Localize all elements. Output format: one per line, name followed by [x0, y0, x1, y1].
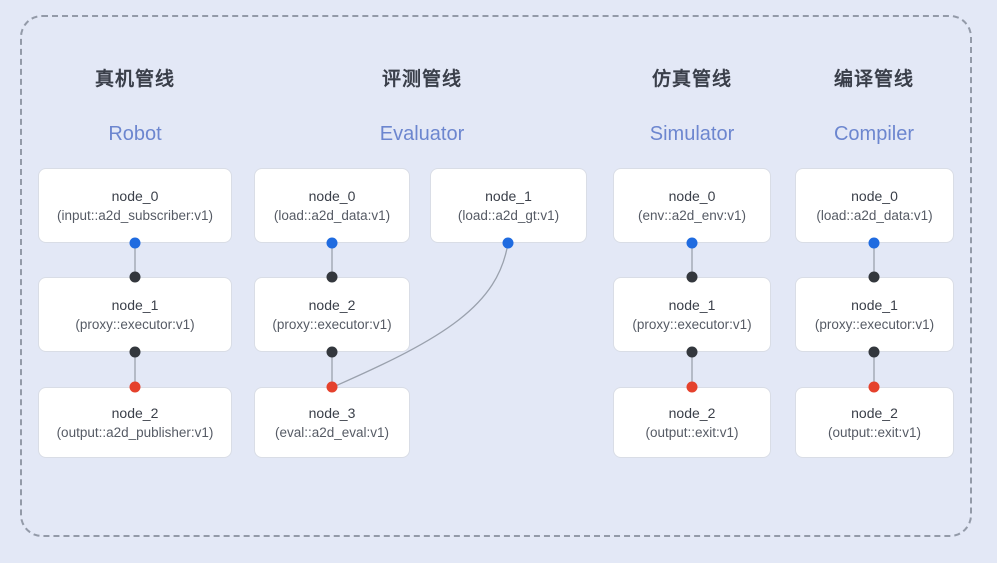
evaluator-node-1: node_1 (load::a2d_gt:v1): [430, 168, 587, 243]
node-title: node_0: [111, 187, 159, 204]
robot-node-2: node_2 (output::a2d_publisher:v1): [38, 387, 232, 458]
node-subtitle: (output::exit:v1): [645, 424, 739, 440]
node-title: node_2: [308, 296, 356, 313]
node-subtitle: (env::a2d_env:v1): [637, 207, 747, 223]
evaluator-node-0: node_0 (load::a2d_data:v1): [254, 168, 410, 243]
node-subtitle: (output::a2d_publisher:v1): [56, 424, 214, 440]
node-title: node_2: [111, 404, 159, 421]
node-subtitle: (output::exit:v1): [827, 424, 922, 440]
node-subtitle: (proxy::executor:v1): [75, 316, 195, 332]
node-subtitle: (load::a2d_data:v1): [816, 207, 933, 223]
compiler-pipeline-title-cn: 编译管线: [833, 69, 915, 90]
node-title: node_2: [668, 404, 716, 421]
simulator-node-1: node_1 (proxy::executor:v1): [613, 277, 771, 352]
simulator-pipeline-title-en: Simulator: [649, 123, 735, 145]
node-subtitle: (proxy::executor:v1): [814, 316, 935, 332]
evaluator-node-2: node_2 (proxy::executor:v1): [254, 277, 410, 352]
compiler-node-0: node_0 (load::a2d_data:v1): [795, 168, 954, 243]
node-subtitle: (load::a2d_gt:v1): [457, 207, 560, 223]
node-title: node_1: [668, 296, 716, 313]
compiler-pipeline-title-en: Compiler: [833, 123, 915, 145]
node-title: node_0: [308, 187, 356, 204]
node-title: node_3: [308, 404, 356, 421]
evaluator-node-3: node_3 (eval::a2d_eval:v1): [254, 387, 410, 458]
robot-node-0: node_0 (input::a2d_subscriber:v1): [38, 168, 232, 243]
evaluator-pipeline-title-cn: 评测管线: [381, 69, 463, 90]
node-subtitle: (eval::a2d_eval:v1): [274, 424, 390, 440]
node-title: node_1: [485, 187, 532, 204]
node-title: node_1: [111, 296, 159, 313]
node-title: node_0: [668, 187, 716, 204]
robot-node-1: node_1 (proxy::executor:v1): [38, 277, 232, 352]
node-title: node_1: [851, 296, 898, 313]
evaluator-pipeline-title-en: Evaluator: [379, 123, 465, 145]
simulator-pipeline-title-cn: 仿真管线: [651, 69, 733, 90]
compiler-node-1: node_1 (proxy::executor:v1): [795, 277, 954, 352]
simulator-node-2: node_2 (output::exit:v1): [613, 387, 771, 458]
compiler-node-2: node_2 (output::exit:v1): [795, 387, 954, 458]
dashed-border-frame: [20, 15, 972, 537]
node-title: node_0: [851, 187, 898, 204]
node-subtitle: (load::a2d_data:v1): [273, 207, 391, 223]
simulator-node-0: node_0 (env::a2d_env:v1): [613, 168, 771, 243]
robot-pipeline-title-cn: 真机管线: [94, 69, 176, 90]
node-title: node_2: [851, 404, 898, 421]
node-subtitle: (input::a2d_subscriber:v1): [56, 207, 214, 223]
node-subtitle: (proxy::executor:v1): [632, 316, 752, 332]
node-subtitle: (proxy::executor:v1): [272, 316, 392, 332]
robot-pipeline-title-en: Robot: [108, 123, 162, 145]
